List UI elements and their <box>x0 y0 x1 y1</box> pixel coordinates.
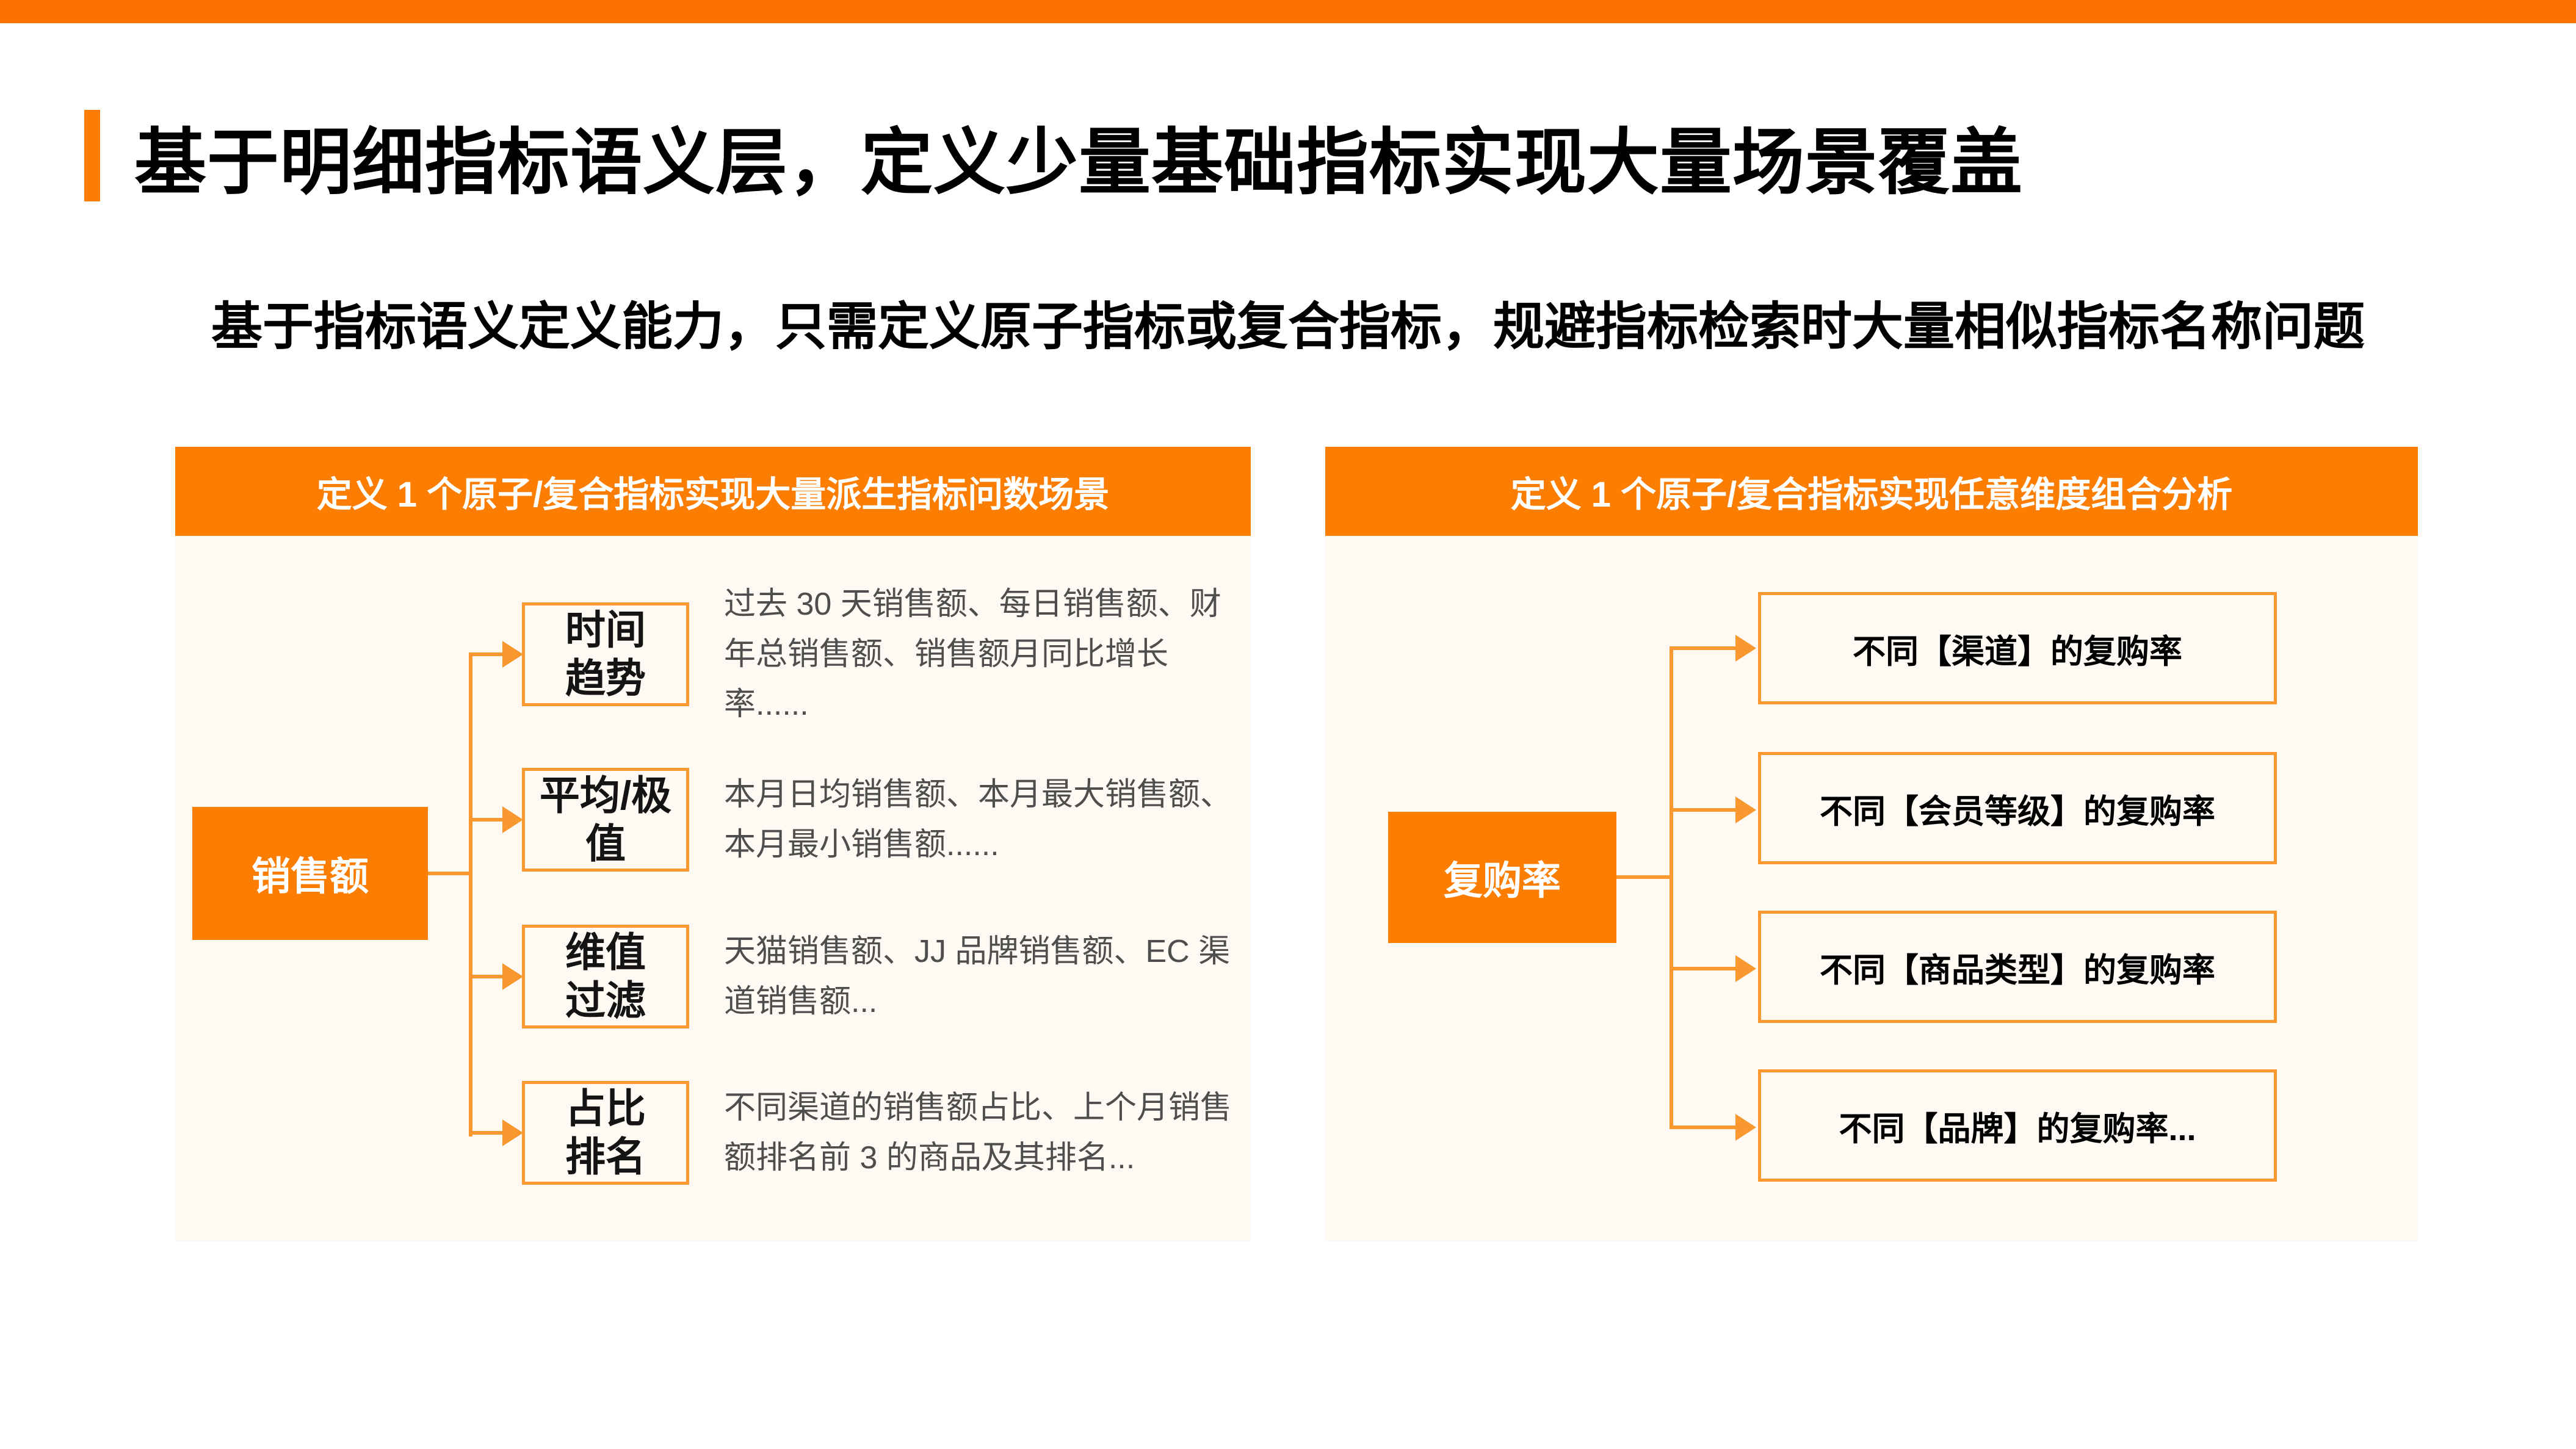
connector-stub-left <box>428 872 471 875</box>
connector-trunk-right <box>1670 646 1673 1129</box>
page-title: 基于明细指标语义层，定义少量基础指标实现大量场景覆盖 <box>134 123 2024 203</box>
left-panel: 定义 1 个原子/复合指标实现大量派生指标问数场景 销售额 时间 趋势 过去 3… <box>175 447 1251 1241</box>
connector-branch <box>469 818 505 822</box>
arrow-right-icon <box>502 963 523 990</box>
right-panel-header: 定义 1 个原子/复合指标实现任意维度组合分析 <box>1325 447 2418 536</box>
connector-branch <box>469 1131 505 1135</box>
connector-branch <box>1670 1126 1737 1129</box>
arrow-right-icon <box>1735 955 1756 982</box>
connector-branch <box>1670 646 1737 650</box>
connector-branch <box>469 652 505 656</box>
analysis-box-product-type: 不同【商品类型】的复购率 <box>1758 911 2277 1023</box>
title-accent-bar <box>84 110 100 201</box>
connector-branch <box>1670 808 1737 812</box>
source-metric-box-sales: 销售额 <box>192 807 428 940</box>
analysis-box-brand: 不同【品牌】的复购率... <box>1758 1069 2277 1182</box>
arrow-right-icon <box>1735 797 1756 823</box>
dimension-box-ratio-rank: 占比 排名 <box>522 1081 689 1185</box>
right-panel: 定义 1 个原子/复合指标实现任意维度组合分析 复购率 不同【渠道】的复购率 不… <box>1325 447 2418 1241</box>
arrow-right-icon <box>502 1119 523 1146</box>
dimension-desc-ratio-rank: 不同渠道的销售额占比、上个月销售额排名前 3 的商品及其排名... <box>724 1089 1232 1176</box>
source-metric-box-repurchase: 复购率 <box>1388 812 1616 943</box>
dimension-box-time-trend: 时间 趋势 <box>522 602 689 706</box>
connector-branch <box>469 975 505 978</box>
dimension-desc-time-trend: 过去 30 天销售额、每日销售额、财年总销售额、销售额月同比增长率...... <box>724 586 1221 723</box>
dimension-box-dim-filter: 维值 过滤 <box>522 925 689 1028</box>
dimension-desc-dim-filter: 天猫销售额、JJ 品牌销售额、EC 渠道销售额... <box>724 933 1231 1019</box>
top-accent-strip <box>0 0 2576 23</box>
left-panel-header: 定义 1 个原子/复合指标实现大量派生指标问数场景 <box>175 447 1251 536</box>
analysis-box-channel: 不同【渠道】的复购率 <box>1758 592 2277 704</box>
connector-stub-right <box>1616 875 1671 879</box>
arrow-right-icon <box>1735 635 1756 662</box>
connector-trunk-left <box>469 652 472 1136</box>
arrow-right-icon <box>502 641 523 668</box>
dimension-desc-avg-extreme: 本月日均销售额、本月最大销售额、本月最小销售额...... <box>724 776 1232 862</box>
arrow-right-icon <box>1735 1114 1756 1141</box>
dimension-box-avg-extreme: 平均/极 值 <box>522 768 689 872</box>
connector-branch <box>1670 967 1737 970</box>
analysis-box-member-level: 不同【会员等级】的复购率 <box>1758 752 2277 864</box>
arrow-right-icon <box>502 806 523 833</box>
page-subtitle: 基于指标语义定义能力，只需定义原子指标或复合指标，规避指标检索时大量相似指标名称… <box>211 298 2365 355</box>
